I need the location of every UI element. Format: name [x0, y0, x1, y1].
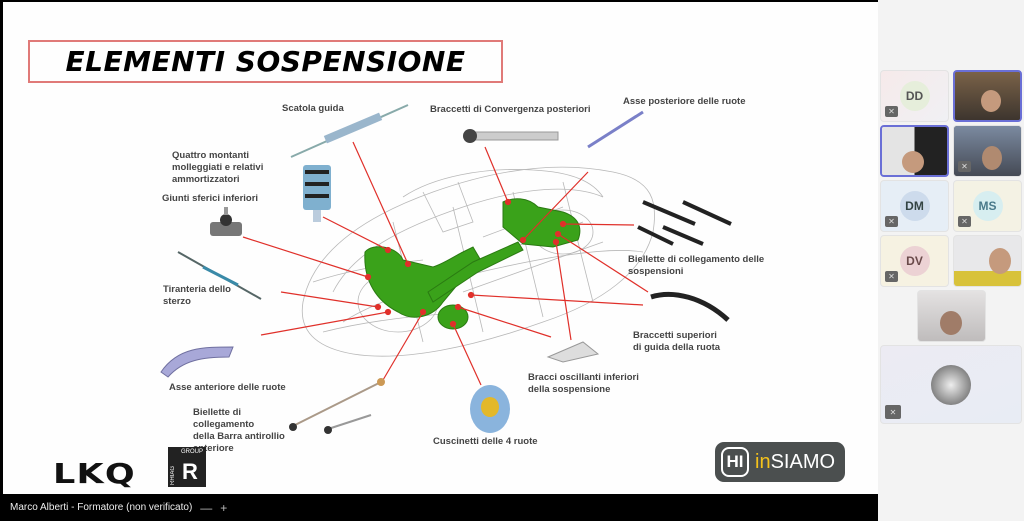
participant-tile[interactable]: DV ✕: [880, 235, 949, 287]
label-line: di guida della ruota: [633, 342, 721, 353]
label-braccetti-superiori: Braccetti superiori di guida della ruota: [633, 330, 720, 354]
component-images: [160, 104, 732, 434]
suspension-parts: [364, 198, 581, 330]
front-axle-image: [160, 346, 234, 378]
shared-screen: ELEMENTI SOSPENSIONE: [0, 0, 878, 521]
stabilizer-link-image: [289, 378, 385, 434]
rear-axle-image: [587, 110, 644, 149]
label-line: sospensioni: [628, 266, 684, 277]
insiamo-suffix: SIAMO: [770, 450, 836, 473]
presenter-bar: Marco Alberti - Formatore (non verificat…: [0, 494, 878, 521]
participant-video: [955, 72, 1020, 120]
label-quattro-montanti: Quattro montanti molleggiati e relativi …: [172, 150, 263, 186]
pointer-arrows: [242, 141, 649, 386]
label-line: della sospensione: [528, 384, 611, 395]
slide-title-box: ELEMENTI SOSPENSIONE: [28, 40, 503, 83]
participant-video: [918, 291, 985, 341]
label-line: Biellette di: [193, 407, 242, 418]
label-line: ammortizzatori: [172, 174, 240, 185]
tie-rod-image: [177, 251, 262, 300]
mic-off-icon: ✕: [885, 405, 901, 419]
avatar: DM: [899, 191, 930, 221]
label-line: Bracci oscillanti inferiori: [528, 372, 639, 383]
label-line: Quattro montanti: [172, 150, 250, 161]
participant-tile[interactable]: DD ✕: [880, 70, 949, 122]
label-line: Tiranteria dello: [163, 284, 231, 295]
avatar: MS: [972, 191, 1003, 221]
participants-panel: DD ✕ ✕ DM ✕ MS ✕ DV ✕ ✕: [878, 0, 1024, 521]
suspension-diagram: [160, 104, 732, 434]
label-biellette-sospensioni: Biellette di collegamento delle sospensi…: [628, 254, 764, 278]
label-asse-posteriore: Asse posteriore delle ruote: [623, 96, 746, 107]
label-line: molleggiati e relativi: [172, 162, 264, 173]
label-line: collegamento: [193, 419, 255, 430]
rhiag-logo: GROUP RHIAG R: [168, 447, 206, 487]
avatar: [931, 364, 971, 405]
participant-video: [882, 127, 947, 175]
add-button[interactable]: +: [220, 500, 228, 515]
wheel-bearing-image: [470, 385, 510, 433]
presenter-name: Marco Alberti - Formatore (non verificat…: [10, 502, 193, 513]
mic-off-icon: ✕: [885, 216, 898, 227]
label-line: Braccetti superiori: [633, 330, 717, 341]
participant-tile[interactable]: ✕: [880, 345, 1022, 424]
lower-arm-image: [546, 341, 600, 363]
label-line: Biellette di collegamento delle: [628, 254, 765, 265]
label-scatola-guida: Scatola guida: [282, 103, 344, 114]
rhiag-group-text: GROUP: [180, 449, 203, 455]
label-giunti-sferici: Giunti sferici inferiori: [162, 193, 259, 204]
participant-tile[interactable]: [953, 70, 1022, 122]
insiamo-mark-icon: HI: [721, 447, 749, 477]
participant-video: [954, 236, 1021, 286]
participant-tile[interactable]: ✕: [953, 125, 1022, 177]
participant-tile[interactable]: [880, 125, 949, 177]
lkq-logo: LKQ: [53, 457, 136, 490]
rhiag-text: RHIAG: [170, 465, 176, 485]
label-bracci-oscillanti: Bracci oscillanti inferiori della sospen…: [528, 372, 639, 396]
label-line: sterzo: [163, 296, 191, 307]
label-line: della Barra antirollio: [193, 431, 285, 442]
shock-absorber-image: [303, 165, 331, 222]
ball-joint-image: [210, 207, 242, 236]
label-braccetti-convergenza: Braccetti di Convergenza posteriori: [430, 104, 591, 115]
rhiag-r-icon: R: [182, 459, 198, 484]
avatar: DD: [899, 81, 930, 111]
mic-off-icon: ✕: [885, 106, 898, 117]
presentation-slide: ELEMENTI SOSPENSIONE: [3, 2, 878, 494]
participant-tile[interactable]: [917, 290, 986, 342]
links-image: [637, 200, 732, 246]
mic-off-icon: ✕: [958, 216, 971, 227]
steering-rack-image: [290, 104, 409, 158]
slide-title: ELEMENTI SOSPENSIONE: [65, 45, 466, 78]
label-asse-anteriore: Asse anteriore delle ruote: [169, 382, 286, 393]
avatar: DV: [899, 246, 930, 276]
insiamo-logo: HI inSIAMO: [715, 442, 845, 482]
mic-off-icon: ✕: [958, 161, 971, 172]
insiamo-text: inSIAMO: [755, 451, 835, 474]
mic-off-icon: ✕: [885, 271, 898, 282]
label-cuscinetti: Cuscinetti delle 4 ruote: [433, 436, 538, 447]
upper-arm-image: [650, 291, 730, 322]
minimize-button[interactable]: —: [200, 500, 213, 515]
insiamo-prefix: in: [755, 450, 771, 473]
label-tiranteria: Tiranteria dello sterzo: [163, 284, 231, 308]
label-line: anteriore: [193, 443, 234, 454]
participant-tile[interactable]: [953, 235, 1022, 287]
rear-tie-rod-image: [463, 129, 559, 143]
participant-tile[interactable]: DM ✕: [880, 180, 949, 232]
label-biellette-barra: Biellette di collegamento della Barra an…: [193, 407, 285, 455]
participant-tile[interactable]: MS ✕: [953, 180, 1022, 232]
